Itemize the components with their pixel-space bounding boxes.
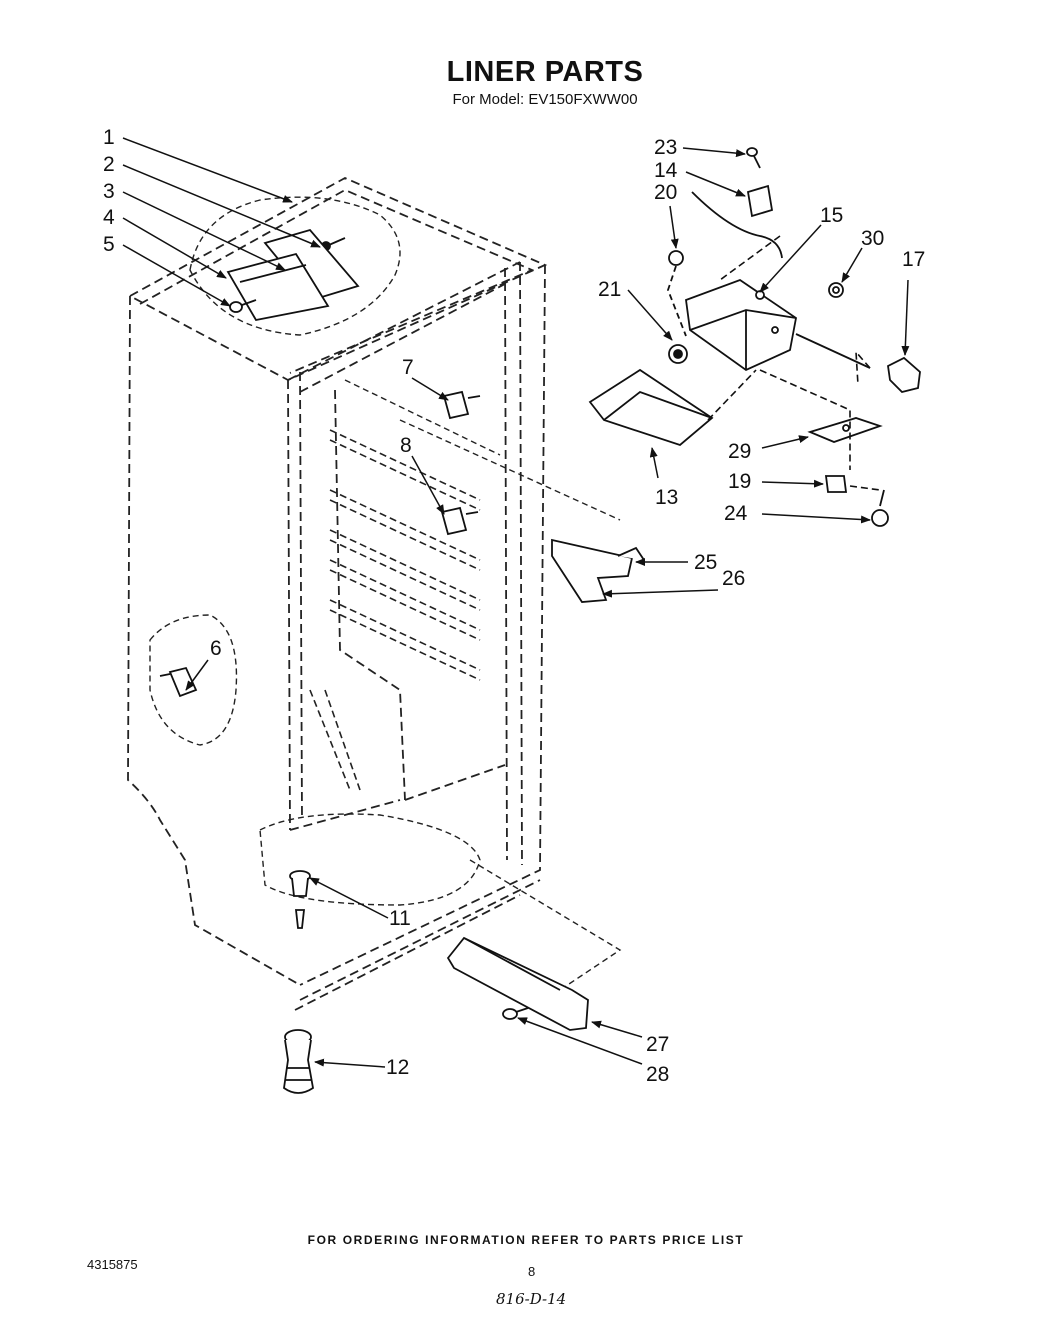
part-24-sensor (871, 489, 889, 527)
callout-13: 13 (655, 486, 678, 509)
callout-15: 15 (820, 204, 843, 227)
callout-8: 8 (400, 434, 412, 457)
callout-19: 19 (728, 470, 751, 493)
shelf-ribs-drawing (309, 429, 481, 791)
part-6-clip (159, 666, 198, 698)
callout-labels: 1 2 3 4 5 6 7 8 11 12 13 14 15 17 19 20 … (103, 126, 925, 1086)
callout-24: 24 (724, 502, 748, 525)
callout-2: 2 (103, 153, 115, 176)
callout-14: 14 (654, 159, 678, 182)
part-23-screw (746, 147, 761, 169)
part-25-26-bracket (551, 538, 645, 603)
part-14-light-socket (691, 184, 783, 259)
page-title: LINER PARTS (446, 56, 644, 88)
page-number: 8 (528, 1264, 536, 1279)
callout-27: 27 (646, 1033, 669, 1056)
wiring-dashes (707, 235, 881, 491)
callout-26: 26 (722, 567, 745, 590)
part-7-clip (442, 390, 481, 420)
part-17-switch (795, 333, 921, 393)
callout-23: 23 (654, 136, 677, 159)
callout-25: 25 (694, 551, 717, 574)
callout-3: 3 (103, 180, 115, 203)
part-11-drain-fitting (289, 870, 311, 929)
part-28-screw (502, 1007, 529, 1020)
part-19-knob (824, 475, 848, 493)
callout-1: 1 (103, 126, 115, 149)
cabinet-liner-drawing (127, 176, 548, 1011)
leader-lines (122, 137, 910, 1068)
part-3-4-light-bracket (226, 228, 360, 322)
callout-30: 30 (861, 227, 884, 250)
part-8-clip (440, 506, 479, 536)
callout-29: 29 (728, 440, 751, 463)
callout-6: 6 (210, 637, 222, 660)
part-20-bulb (667, 250, 687, 337)
detail-outlines (149, 196, 622, 991)
callout-12: 12 (386, 1056, 409, 1079)
part-5-screw (229, 299, 257, 313)
part-15-control-housing (685, 278, 797, 372)
part-13-light-shield (588, 368, 714, 447)
callout-7: 7 (402, 356, 414, 379)
callout-11: 11 (389, 907, 411, 930)
part-21-socket (668, 344, 688, 364)
part-27-hinge (446, 936, 589, 1031)
callout-28: 28 (646, 1063, 669, 1086)
part-29-plate (807, 417, 883, 443)
model-subtitle: For Model: EV150FXWW00 (452, 91, 638, 108)
callout-17: 17 (902, 248, 925, 271)
callout-20: 20 (654, 181, 677, 204)
callout-21: 21 (598, 278, 621, 301)
handwritten-note: 816-D-14 (496, 1290, 567, 1308)
part-30-nut (828, 282, 844, 298)
document-number: 4315875 (87, 1257, 138, 1272)
callout-4: 4 (103, 206, 115, 229)
callout-5: 5 (103, 233, 115, 256)
part-12-drain-trap (283, 1029, 314, 1094)
ordering-note: FOR ORDERING INFORMATION REFER TO PARTS … (307, 1233, 745, 1247)
